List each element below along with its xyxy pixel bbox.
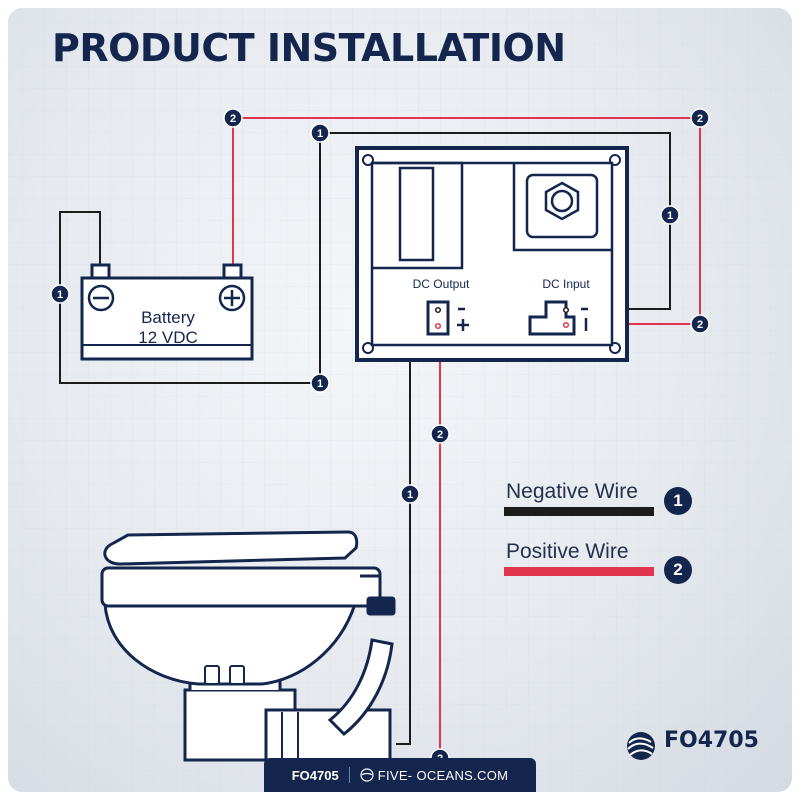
battery-label-line2: 12 VDC — [138, 328, 198, 347]
controller-outer — [355, 146, 629, 362]
screw-hole-icon — [362, 154, 374, 166]
circuit-breaker — [525, 173, 599, 239]
brand-model: FO4705 — [664, 728, 759, 753]
wire-marker-badge — [430, 424, 450, 444]
wire-marker-badge — [223, 108, 243, 128]
positive-wire-swatch — [504, 567, 654, 576]
wire-marker-number: 2 — [697, 113, 703, 125]
wire-marker-badge — [690, 108, 710, 128]
dc-output-label: DC Output — [413, 277, 470, 291]
wire-marker-badge — [50, 284, 70, 304]
negative-wire-swatch — [504, 507, 654, 516]
dc-output-terminal — [426, 300, 450, 336]
footer-divider — [348, 767, 350, 783]
wire-marker-badge — [400, 484, 420, 504]
footer-bar: FO4705 FIVE-OCEANS.COM — [264, 758, 536, 792]
toilet-pump-motor — [264, 708, 392, 762]
toilet-discharge-hose — [327, 638, 394, 737]
toilet-hose-clamp — [366, 596, 396, 616]
toilet-illustration — [100, 530, 396, 762]
footer-site-suffix: OCEANS.COM — [416, 767, 509, 783]
wire-marker-badge — [690, 314, 710, 334]
wire-marker-number: 1 — [667, 210, 673, 222]
wire-marker-number: 2 — [697, 319, 703, 331]
wire-marker-number: 1 — [57, 289, 63, 301]
five-oceans-logo-icon — [627, 732, 655, 760]
toilet-lid — [103, 530, 359, 566]
screw-hole-icon — [609, 154, 621, 166]
legend-negative-number: 1 — [664, 487, 692, 515]
wire-markers: 2 2 2 2 2 1 1 1 1 1 — [50, 108, 710, 768]
page-title: PRODUCT INSTALLATION — [52, 26, 566, 70]
wire-marker-badge — [310, 123, 330, 143]
footer-model: FO4705 — [291, 767, 339, 783]
wire-marker-badge — [310, 373, 330, 393]
wire-marker-number: 1 — [317, 128, 323, 140]
controller-box: DC Output DC Input — [355, 146, 629, 362]
grid-pattern — [8, 8, 792, 792]
wire-marker-badge — [660, 205, 680, 225]
screw-hole-icon — [609, 342, 621, 354]
toilet-seat — [100, 566, 382, 608]
brand-mark: FO4705 — [628, 728, 759, 753]
battery: Battery 12 VDC — [80, 263, 254, 361]
battery-label-line1: Battery — [141, 308, 195, 327]
legend-negative-label: Negative Wire — [506, 480, 638, 503]
wave-logo-icon — [360, 768, 374, 782]
legend-positive-label: Positive Wire — [506, 540, 629, 563]
wire-marker-number: 1 — [317, 378, 323, 390]
footer-website[interactable]: FIVE-OCEANS.COM — [360, 768, 509, 783]
wire-marker-number: 1 — [407, 489, 413, 501]
hex-nut-icon — [544, 181, 580, 221]
dc-input-label: DC Input — [542, 277, 590, 291]
wire-marker-number: 2 — [230, 113, 236, 125]
relay-component — [398, 166, 435, 262]
legend-positive-number: 2 — [664, 556, 692, 584]
screw-hole-icon — [362, 342, 374, 354]
footer-site-prefix: FIVE- — [377, 767, 413, 783]
wire-marker-number: 2 — [437, 429, 443, 441]
